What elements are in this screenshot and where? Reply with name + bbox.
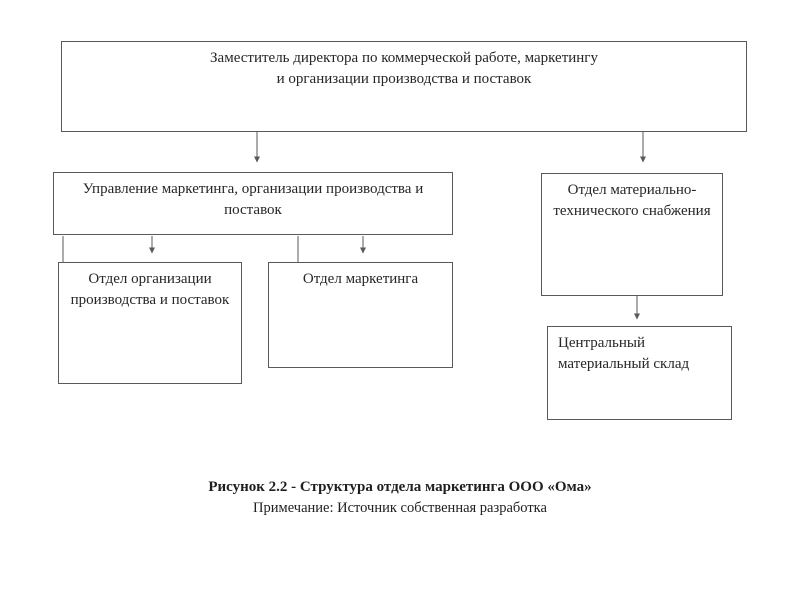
figure-caption: Рисунок 2.2 - Структура отдела маркетинг…: [0, 477, 800, 519]
figure-caption-note: Примечание: Источник собственная разрабо…: [253, 500, 547, 516]
box-deputy-director: Заместитель директора по коммерческой ра…: [61, 41, 747, 132]
box-marketing-management: Управление маркетинга, организации произ…: [53, 172, 453, 235]
box-marketing-dept: Отдел маркетинга: [268, 262, 453, 368]
box-central-warehouse: Центральный материальный склад: [547, 326, 732, 420]
box-production-org-dept: Отдел организации производства и поставо…: [58, 262, 242, 384]
box-material-supply-dept: Отдел материально- технического снабжени…: [541, 173, 723, 296]
figure-caption-title: Рисунок 2.2 - Структура отдела маркетинг…: [208, 479, 592, 495]
